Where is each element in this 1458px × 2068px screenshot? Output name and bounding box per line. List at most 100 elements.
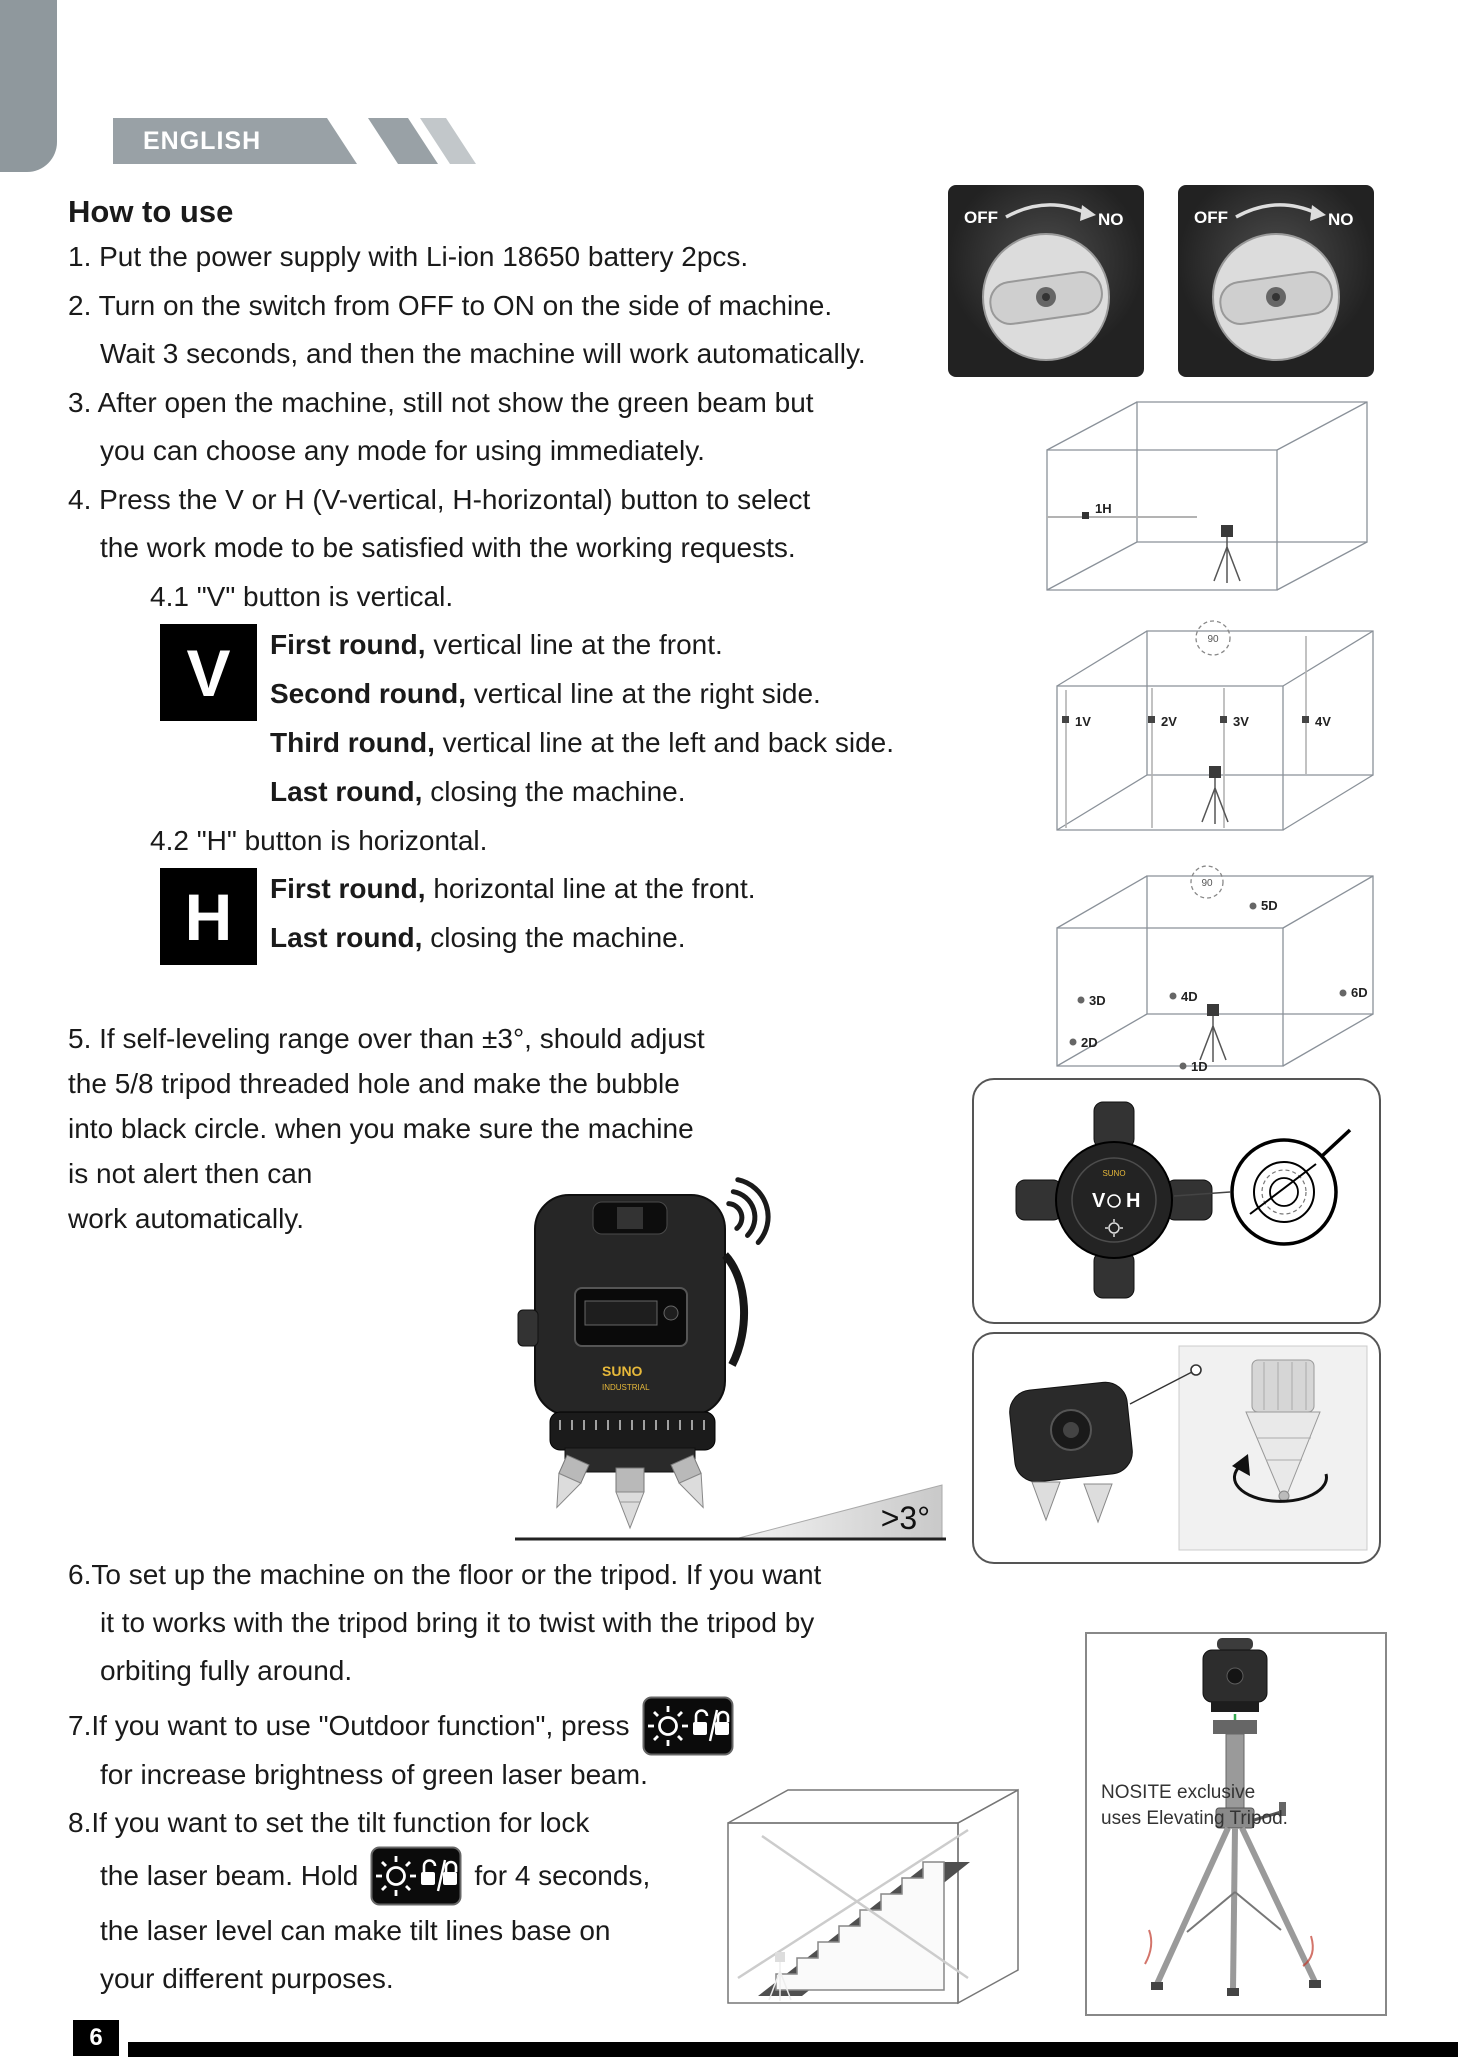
room-h-label: 1H [1095, 501, 1112, 516]
step-7-text: 7.If you want to use "Outdoor function",… [68, 1710, 630, 1741]
angle-circle [1190, 865, 1224, 899]
lock-icon [443, 1860, 458, 1885]
step-7-line-2: for increase brightness of green laser b… [100, 1759, 648, 1790]
angle-wedge: >3° [515, 1484, 946, 1541]
tripod-figure-box: NOSITE exclusive uses Elevating Tripod. [1085, 1632, 1387, 2016]
outdoor-function-icon [642, 1696, 734, 1756]
round-bold: Last round, [270, 776, 423, 807]
step-6-line-2: it to works with the tripod bring it to … [100, 1607, 815, 1638]
rotate-arrow-icon [1005, 203, 1087, 219]
slash-divider [708, 1709, 718, 1742]
switch-photo-1: OFF NO [948, 185, 1144, 377]
step-5-line-4: is not alert then can [68, 1158, 313, 1189]
round-text: vertical line at the right side. [466, 678, 821, 709]
angle-label: >3° [881, 1500, 930, 1536]
tripod-note-line-2: uses Elevating Tripod. [1101, 1807, 1288, 1829]
sun-icon [376, 1856, 417, 1896]
unlock-icon [692, 1709, 708, 1735]
red-mark [1144, 1929, 1153, 1965]
round-text: closing the machine. [422, 922, 686, 953]
laser-head-detail [1009, 1345, 1368, 1551]
lock-icon [714, 1710, 729, 1735]
angle-90-label: 90 [1201, 878, 1213, 889]
room-d-label-4d: 4D [1181, 989, 1198, 1004]
step-5-line-1: 5. If self-leveling range over than ±3°,… [68, 1023, 705, 1054]
laser-head [615, 1467, 645, 1530]
corner-decor [0, 0, 57, 172]
on-label: NO [1098, 210, 1124, 229]
step-4-line-1: 4. Press the V or H (V-vertical, H-horiz… [68, 484, 811, 515]
laser-line [761, 1834, 969, 1980]
step-7-line-1: 7.If you want to use "Outdoor function",… [68, 1696, 734, 1756]
room-v-label-2: 2V [1161, 714, 1177, 729]
round-text: vertical line at the front. [425, 629, 723, 660]
angle-90-label: 90 [1207, 634, 1219, 645]
step-4-2-text: 4.2 "H" button is horizontal. [150, 825, 488, 856]
staircase [775, 1861, 945, 1991]
tilt-lock-icon [370, 1846, 462, 1906]
room-diagram-d: 3D 4D 5D 6D 2D 1D 90 [1056, 865, 1374, 1074]
round-bold: Last round, [270, 922, 423, 953]
round-text: vertical line at the left and back side. [434, 727, 895, 758]
v-mode-letter: V [186, 635, 231, 710]
device-top-view-box: SUNO V H [972, 1078, 1381, 1324]
round-bold: Third round, [270, 727, 435, 758]
tripod-note-line-1: NOSITE exclusive [1101, 1782, 1256, 1803]
step-8-text-a: the laser beam. Hold [100, 1860, 359, 1891]
laser-head-detail-box [972, 1332, 1381, 1564]
switch-photo-2: OFF NO [1178, 185, 1374, 377]
pointer-line [1173, 1191, 1231, 1197]
v-button-label: V [1092, 1190, 1106, 1212]
h-round-line-1: First round, horizontal line at the fron… [270, 872, 756, 906]
laser-head [670, 1454, 704, 1509]
bubble-vial-magnifier [1230, 1128, 1352, 1246]
round-text: closing the machine. [422, 776, 686, 807]
step-1-text: 1. Put the power supply with Li-ion 1865… [68, 241, 749, 272]
brand-label: SUNO [1102, 1169, 1125, 1178]
step-8-line-1: 8.If you want to set the tilt function f… [68, 1807, 590, 1838]
footer-bar [128, 2042, 1458, 2057]
round-bold: Second round, [270, 678, 466, 709]
step-5-line-3: into black circle. when you make sure th… [68, 1113, 694, 1144]
step-3-line-1: 3. After open the machine, still not sho… [68, 387, 814, 418]
crank-handle [1253, 1810, 1282, 1822]
laser-head [1031, 1481, 1113, 1524]
laser-head-zoom [1245, 1359, 1321, 1504]
page-number-badge: 6 [73, 2020, 119, 2056]
tripod-figure [1199, 1004, 1227, 1062]
language-label: ENGLISH [143, 126, 262, 155]
off-label: OFF [964, 208, 998, 227]
step-6-line-1: 6.To set up the machine on the floor or … [68, 1559, 822, 1590]
step-6-line-3: orbiting fully around. [100, 1655, 353, 1686]
strap [721, 1252, 749, 1367]
round-text: horizontal line at the front. [425, 873, 756, 904]
v-mode-button: V [160, 624, 257, 721]
stairs-diagram [727, 1788, 1019, 2005]
round-bold: First round, [270, 873, 426, 904]
tripod-figure [1201, 766, 1229, 824]
round-bold: First round, [270, 629, 426, 660]
h-round-line-2: Last round, closing the machine. [270, 921, 686, 955]
step-4-line-2: the work mode to be satisfied with the w… [100, 532, 796, 563]
h-button-label: H [1126, 1190, 1140, 1212]
laser-lines-v [1065, 636, 1307, 828]
device-photo: SUNO INDUSTRIAL [517, 1177, 771, 1530]
room-v-label-3: 3V [1233, 714, 1249, 729]
step-4-1-text: 4.1 "V" button is vertical. [150, 581, 454, 612]
laser-head [556, 1454, 590, 1509]
dial-ring [549, 1411, 716, 1451]
v-round-line-1: First round, vertical line at the front. [270, 628, 723, 662]
tripod-legs [1154, 1826, 1318, 1991]
language-tab: ENGLISH [113, 118, 357, 164]
rotation-arrow-icon [1232, 1464, 1328, 1503]
v-round-line-2: Second round, vertical line at the right… [270, 677, 821, 711]
room-diagram-v: 1V 2V 3V 4V 90 [1056, 620, 1374, 831]
tripod-figure [768, 1952, 792, 2001]
brand-sub-label: INDUSTRIAL [602, 1383, 650, 1392]
room-diagram-h: 1H [1046, 401, 1368, 591]
step-8-line-4: your different purposes. [100, 1963, 394, 1994]
sound-wave-icon [726, 1177, 771, 1245]
tripod-note: NOSITE exclusive uses Elevating Tripod. [1101, 1780, 1288, 1831]
room-v-label-1: 1V [1075, 714, 1091, 729]
